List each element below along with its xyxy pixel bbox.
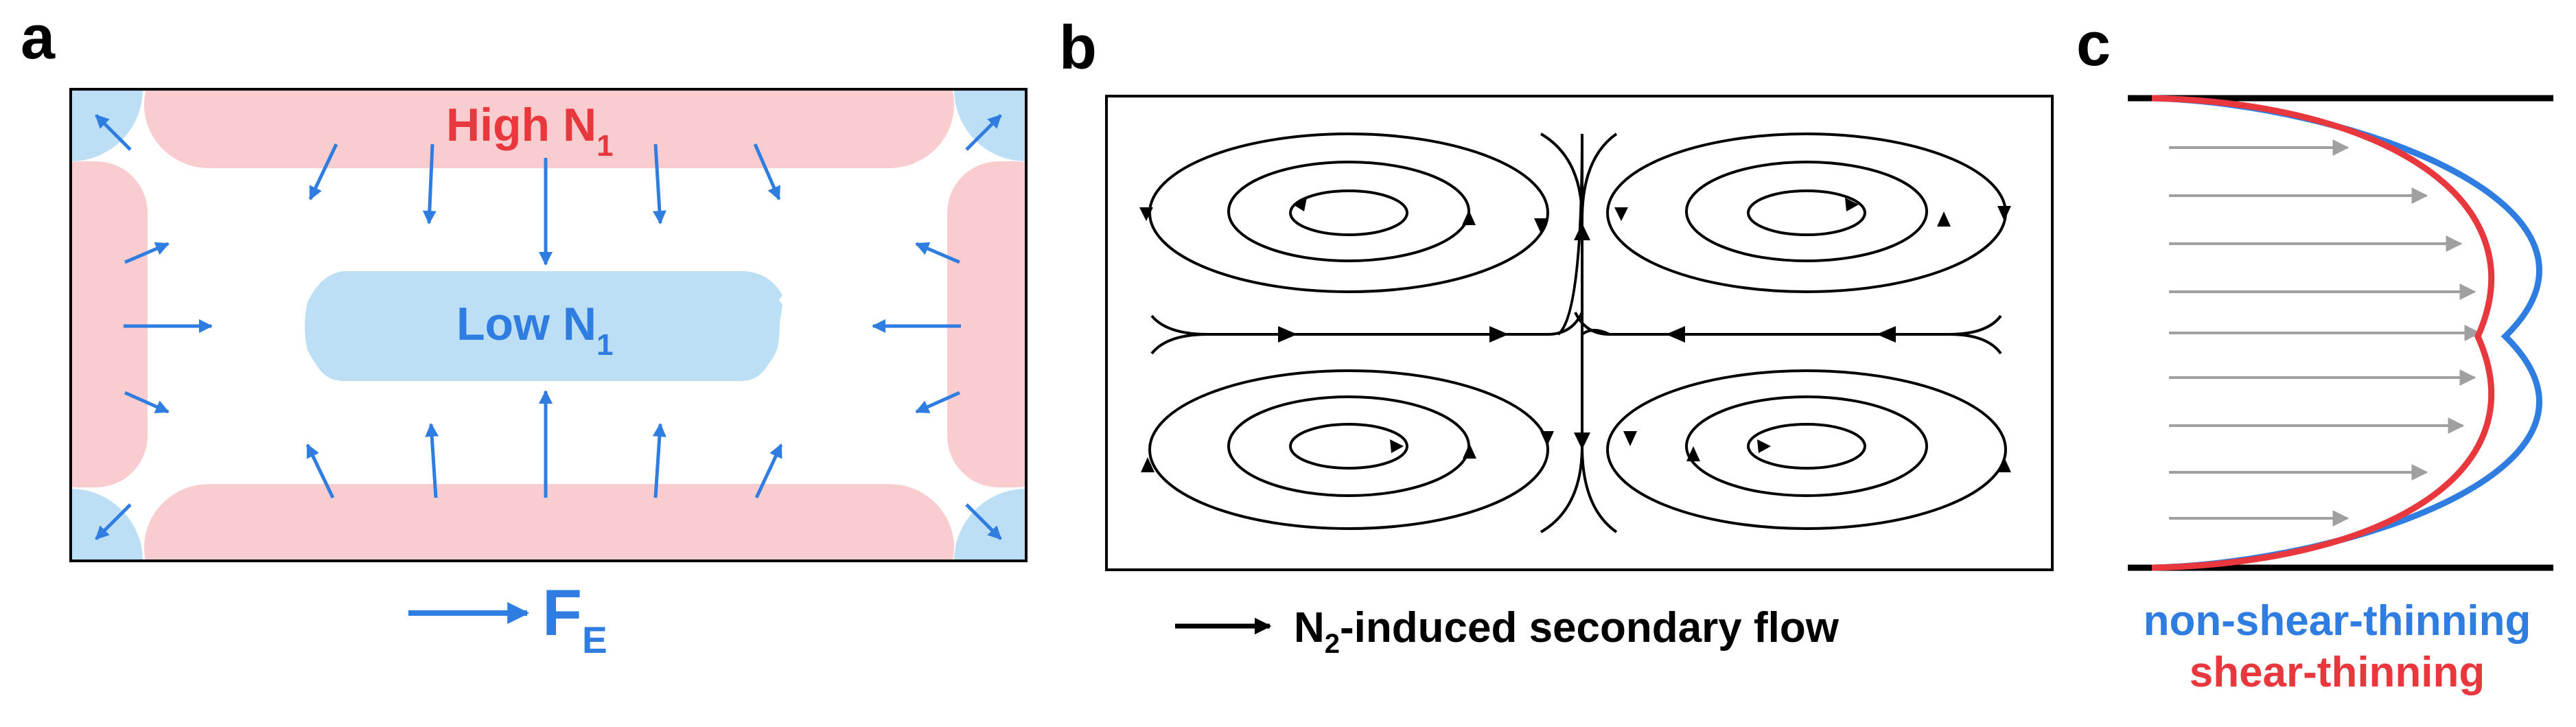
separatrix-arrowheads [1278,223,1896,450]
streamline [1685,161,1928,262]
separatrix-lines [1150,132,2002,533]
channel-regions [71,89,1026,561]
arrowhead-icon [1534,218,1548,233]
low-n1-label: Low N1 [456,298,613,362]
arrowhead-icon [1139,207,1153,221]
arrowhead-icon [1757,439,1771,453]
streamline [1148,132,1549,293]
panel-c: c non-shear-thinning shear-thinning [2076,10,2553,696]
arrowhead-icon [1293,198,1307,211]
channel-b-border [1105,95,2054,571]
corner-low-region [71,489,143,561]
profile-shear-thinning [2151,95,2495,571]
streamline [1685,395,1928,497]
streamline [1581,329,1610,336]
streamline [1606,132,2007,293]
arrow [95,503,132,540]
arrowhead-icon [1463,443,1476,459]
panel-a-letter: a [21,3,56,72]
arrow [425,423,439,498]
arrow [753,143,781,200]
streamline [1606,369,2007,530]
high-n1-label: High N1 [446,99,614,163]
arrow [915,242,960,264]
streamline [1150,333,1209,355]
panel-c-letter: c [2076,10,2111,79]
channel-a-border [69,88,1028,562]
high-region-left [71,161,148,487]
arrow [652,143,666,224]
vortex-arrowheads [1139,198,2011,472]
legend-shear-thinning: shear-thinning [2190,649,2485,696]
arrowhead-icon [1877,326,1896,343]
arrow [754,443,783,499]
streamline [1581,446,1618,533]
velocity-arrows [2169,139,2481,527]
arrow [652,423,666,498]
arrow [124,391,170,414]
streamline [1747,189,1866,236]
arrow [305,443,335,499]
arrowhead-icon [1141,457,1154,472]
arrowhead-icon [1937,211,1951,227]
streamline [1227,395,1470,497]
arrowhead-icon [1666,326,1685,343]
arrow [915,391,961,414]
streamline [1148,369,1549,530]
arrowhead-icon [1574,432,1590,450]
arrowhead-icon [1614,207,1628,221]
high-region-right [947,161,1026,487]
vortex-bottom-left [1148,369,1549,530]
streamline [1581,132,1618,220]
streamline [1747,423,1866,470]
force-label: FE [542,577,607,661]
arrowhead-icon [1623,431,1637,446]
arrowhead-icon [1489,326,1509,343]
legend-non-shear-thinning: non-shear-thinning [2144,597,2531,645]
high-region-bottom [144,484,954,561]
arrowhead-icon [1540,431,1554,446]
vortex-top-right [1606,132,2007,293]
arrow [308,143,338,200]
arrow [965,114,1002,151]
arrow [124,242,170,264]
arrowhead-icon [1278,326,1297,343]
high-region-top [144,89,954,168]
arrow [95,114,132,151]
streamline [1227,161,1470,262]
streamline [1949,333,2002,355]
panel-b-letter: b [1059,14,1097,82]
arrowhead-icon [1997,206,2011,221]
arrow [965,503,1002,540]
arrowhead-icon [1845,198,1859,211]
vortex-top-left [1148,132,1549,293]
panel-a: a [21,3,1028,661]
vortex-bottom-right [1606,369,2007,530]
flow-arrows-a [95,114,1002,540]
arrow [422,143,437,224]
streamline [1289,189,1408,236]
streamline [1289,423,1408,470]
corner-low-region [954,489,1026,561]
arrowhead-icon [1574,223,1590,240]
streamline [1574,312,2002,336]
arrowhead-icon [1997,457,2011,472]
secondary-flow-label: N2-induced secondary flow [1294,604,1840,659]
arrowhead-icon [1462,210,1476,225]
arrowhead-icon [1390,439,1404,453]
low-region-center-shape [305,271,780,381]
arrowhead-icon [1686,446,1700,461]
panel-b: b [1059,14,2054,659]
